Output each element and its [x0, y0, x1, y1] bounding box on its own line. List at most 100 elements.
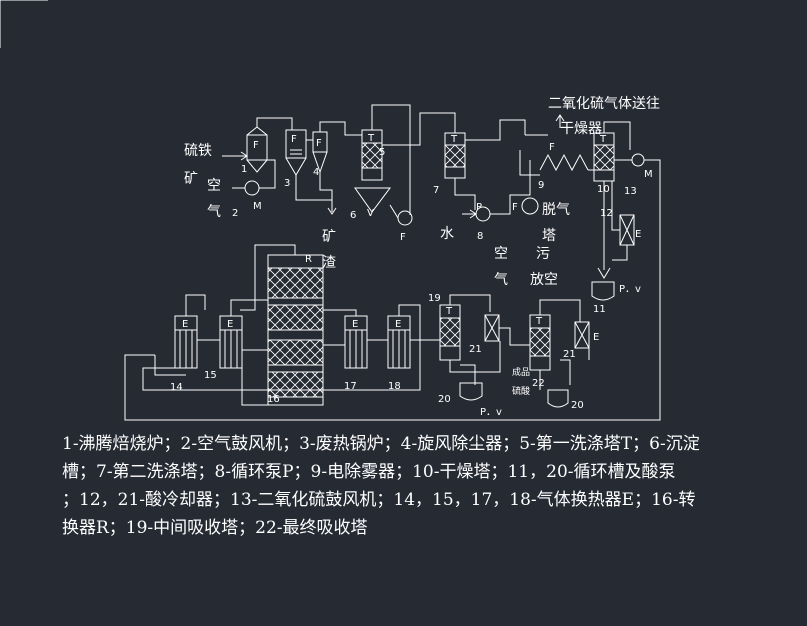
gas-to-second-scrubber	[382, 112, 456, 146]
absorber-22-t-label: T	[535, 316, 543, 327]
second-scrubber-packing	[444, 144, 466, 168]
acid-cooler-21b	[574, 321, 590, 349]
acid-cooler-12-x	[619, 214, 635, 246]
air-right-label-1: 空	[494, 246, 508, 262]
absorber-22-piping	[499, 299, 581, 346]
legend-line-4: 换器R；19-中间吸收塔；22-最终吸收塔	[62, 518, 368, 538]
unit-20a-number: 20	[438, 394, 451, 405]
sewage-label-1: 污	[536, 246, 550, 262]
so2-to-dryer-label-1: 二氧化硫气体送往	[548, 96, 660, 112]
roaster-f-label: F	[253, 140, 259, 151]
unit-5-number: 5	[379, 147, 385, 158]
unit-17-number: 17	[344, 381, 357, 392]
converter-feed	[240, 244, 296, 311]
unit-13-number: 13	[624, 186, 637, 197]
circulation-tank-20a	[459, 382, 483, 401]
hx-15-e-label: E	[227, 319, 233, 330]
air-right-label-2: 气	[494, 272, 508, 288]
slag-label-1: 矿	[322, 229, 336, 245]
scrubber-5-t-label: T	[367, 133, 375, 144]
degassing-unit	[521, 197, 539, 215]
pv-top-label: P．v	[619, 284, 641, 295]
scrubber-7-t-label: T	[450, 134, 458, 145]
boiler-body	[285, 129, 307, 159]
desorb-label-1: 脱气	[542, 202, 570, 218]
desorb-label-2: 塔	[542, 228, 556, 244]
absorber-19-piping	[410, 294, 491, 341]
unit-21b-number: 21	[563, 349, 576, 360]
main-gas-loop	[124, 159, 661, 421]
so2-to-dryer-label-2: 干燥器	[560, 121, 602, 137]
drying-t-label: T	[599, 134, 607, 145]
absorber-19-t-label: T	[445, 306, 453, 317]
unit-11-number: 11	[593, 304, 606, 315]
sewage-label-2: 放空	[530, 272, 558, 288]
unit-22-number: 22	[532, 378, 545, 389]
absorber-22-drain	[539, 348, 590, 390]
scrubber-recycle-line	[371, 104, 411, 215]
circulation-tank-20b	[547, 389, 569, 408]
hx-18-e-label: E	[395, 319, 401, 330]
circulation-tank-11	[591, 281, 615, 301]
unit-20b-number: 20	[571, 400, 584, 411]
unit-10-number: 10	[597, 184, 610, 195]
unit-7-number: 7	[433, 185, 439, 196]
pump-f1-label: F	[400, 232, 406, 243]
unit-18-number: 18	[388, 381, 401, 392]
acid-cooler-21b-x	[574, 321, 590, 349]
finished-acid-label-1: 成品	[512, 366, 530, 378]
drying-top-line	[603, 121, 631, 150]
pyrite-label: 硫铁	[184, 143, 212, 159]
pv-bottom-label: P．v	[480, 407, 502, 418]
cooler-12-e-label: E	[635, 229, 641, 240]
first-scrubber-packing	[361, 142, 383, 169]
water-label: 水	[440, 226, 454, 242]
pump-f1	[397, 210, 413, 226]
acid-cooler-21a-x	[484, 314, 500, 342]
unit-12-number: 12	[600, 208, 613, 219]
converter-bed-4	[267, 371, 324, 398]
boiler-f-label: F	[291, 134, 297, 145]
unit-19-number: 19	[428, 293, 441, 304]
intermediate-absorber-packing	[439, 317, 461, 347]
unit-1-number: 1	[241, 164, 247, 175]
cooler-21-e-label: E	[593, 332, 599, 343]
unit-8-number: 8	[477, 231, 483, 242]
second-scrubber-drain	[454, 178, 476, 210]
drying-tower-packing	[593, 144, 615, 171]
tank-11-arrow	[597, 267, 611, 279]
unit-15-number: 15	[204, 370, 217, 381]
unit-21a-number: 21	[469, 344, 482, 355]
air-left-label-2: 气	[207, 204, 221, 220]
tank-v-label: V	[367, 208, 374, 219]
exchanger-return-piping	[154, 355, 268, 406]
converter-bed-2	[267, 304, 324, 331]
settling-tank	[354, 187, 391, 213]
legend-line-2: 槽；7-第二洗涤塔；8-循环泵P；9-电除雾器；10-干燥塔；11，20-循环槽…	[62, 462, 676, 482]
unit-9-number: 9	[538, 180, 544, 191]
unit-3-number: 3	[284, 178, 290, 189]
ore-feed-arrow	[222, 151, 248, 161]
hx-14-e-label: E	[182, 319, 188, 330]
air-blower	[244, 180, 260, 196]
blower-m-label: M	[253, 201, 262, 212]
so2-out-arrow	[555, 114, 565, 128]
gas-line-front	[256, 117, 362, 141]
so2-blower	[631, 153, 645, 167]
so2-blower-m-label: M	[644, 169, 653, 180]
air-left-label-1: 空	[207, 178, 221, 194]
boiler-bottom	[285, 157, 307, 176]
legend: 1-沸腾焙烧炉；2-空气鼓风机；3-废热锅炉；4-旋风除尘器；5-第一洗涤塔T；…	[62, 430, 762, 542]
unit-6-number: 6	[350, 210, 356, 221]
precipitator-f-label: F	[549, 142, 555, 153]
corner-marker	[0, 0, 48, 48]
hx-17-e-label: E	[352, 319, 358, 330]
degassing-line	[490, 160, 531, 215]
pump-p-label: P	[476, 202, 482, 213]
gas-to-precipitator	[465, 119, 526, 141]
water-arrow	[462, 209, 477, 219]
slag-line	[295, 172, 333, 212]
ore-label: 矿	[184, 171, 198, 187]
degassing-f-label: F	[512, 202, 518, 213]
